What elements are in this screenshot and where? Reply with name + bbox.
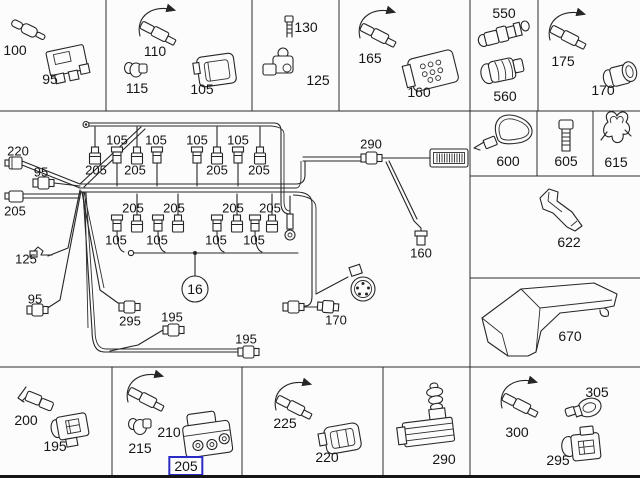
part-label-605[interactable]: 605 [554, 153, 578, 169]
part-drawing-160-top[interactable] [401, 49, 459, 94]
harness-label-160[interactable]: 160 [410, 245, 432, 261]
part-label-215[interactable]: 215 [128, 440, 152, 456]
part-drawing-200[interactable] [17, 386, 54, 412]
part-drawing-175[interactable] [549, 12, 587, 50]
harness-label-105-u1[interactable]: 105 [106, 132, 128, 148]
harness-label-290[interactable]: 290 [360, 136, 382, 152]
part-label-160-top[interactable]: 160 [407, 84, 431, 100]
part-drawing-170-top[interactable] [601, 60, 639, 89]
harness-label-205-l4[interactable]: 205 [259, 200, 281, 216]
harness-label-195b[interactable]: 195 [235, 331, 257, 347]
harness-label-205-left[interactable]: 205 [4, 203, 26, 219]
harness-label-220[interactable]: 220 [7, 143, 29, 159]
harness-label-105-u3[interactable]: 105 [186, 132, 208, 148]
part-label-622[interactable]: 622 [557, 234, 581, 250]
part-label-615[interactable]: 615 [604, 154, 628, 170]
part-label-195-bottom[interactable]: 195 [43, 438, 67, 454]
part-label-300[interactable]: 300 [505, 424, 529, 440]
part-drawing-550[interactable] [476, 20, 531, 47]
harness-label-95-lower[interactable]: 95 [27, 291, 43, 307]
harness-label-105-l2[interactable]: 105 [146, 232, 168, 248]
part-drawing-105-top[interactable] [192, 52, 237, 88]
part-label-295-bottom[interactable]: 295 [546, 452, 570, 468]
part-drawing-615[interactable] [600, 111, 632, 144]
part-drawing-622[interactable] [539, 188, 583, 232]
part-label-95-top[interactable]: 95 [42, 71, 58, 87]
part-drawing-290-bottom[interactable] [392, 381, 456, 448]
part-label-105-top[interactable]: 105 [190, 81, 214, 97]
harness-label-105-l4[interactable]: 105 [243, 232, 265, 248]
part-drawing-130[interactable] [284, 15, 294, 38]
harness-label-205-u2[interactable]: 205 [124, 162, 146, 178]
harness-label-205-l3[interactable]: 205 [222, 200, 244, 216]
part-label-220-bottom[interactable]: 220 [315, 449, 339, 465]
part-label-130[interactable]: 130 [294, 19, 318, 35]
harness-label-205-l1[interactable]: 205 [122, 200, 144, 216]
part-label-600[interactable]: 600 [496, 153, 520, 169]
part-label-550[interactable]: 550 [492, 5, 516, 21]
harness-label-170[interactable]: 170 [325, 312, 347, 328]
part-label-115[interactable]: 115 [125, 80, 149, 96]
part-drawing-165[interactable] [359, 10, 397, 48]
part-drawing-560[interactable] [479, 55, 525, 85]
part-drawing-300[interactable] [501, 380, 539, 418]
part-label-670[interactable]: 670 [558, 328, 582, 344]
harness-label-205-u1[interactable]: 205 [85, 162, 107, 178]
part-label-125-top[interactable]: 125 [306, 72, 330, 88]
part-label-205-selected[interactable]: 205 [168, 456, 204, 476]
part-label-560[interactable]: 560 [493, 88, 517, 104]
part-label-305[interactable]: 305 [585, 384, 609, 400]
harness-label-205-l2[interactable]: 205 [163, 200, 185, 216]
callout-16[interactable]: 16 [187, 281, 203, 297]
part-drawing-210[interactable] [127, 374, 165, 412]
part-drawing-115[interactable] [123, 61, 148, 78]
part-drawing-205-bottom[interactable] [181, 409, 234, 459]
part-drawing-295-bottom[interactable] [560, 425, 602, 462]
part-drawing-305[interactable] [564, 395, 604, 423]
part-label-210[interactable]: 210 [157, 424, 181, 440]
harness-label-105-u2[interactable]: 105 [145, 132, 167, 148]
part-label-165[interactable]: 165 [358, 50, 382, 66]
bottom-edge-bar [0, 475, 640, 478]
harness-label-125[interactable]: 125 [15, 251, 37, 267]
part-label-110[interactable]: 110 [143, 43, 167, 59]
part-drawing-110[interactable] [139, 8, 177, 46]
part-drawing-195-bottom[interactable] [49, 412, 90, 449]
harness-label-195a[interactable]: 195 [161, 309, 183, 325]
harness-label-205-u4[interactable]: 205 [248, 162, 270, 178]
part-drawing-670[interactable] [481, 282, 618, 357]
harness-label-105-l3[interactable]: 105 [205, 232, 227, 248]
part-label-175[interactable]: 175 [551, 53, 575, 69]
part-label-200[interactable]: 200 [14, 412, 38, 428]
part-label-290-bottom[interactable]: 290 [432, 451, 456, 467]
part-label-100[interactable]: 100 [3, 42, 27, 58]
part-drawing-100[interactable] [10, 18, 47, 43]
harness-label-295[interactable]: 295 [119, 313, 141, 329]
part-drawing-605[interactable] [558, 119, 574, 152]
harness-label-95-upper[interactable]: 95 [33, 164, 49, 180]
part-label-170-top[interactable]: 170 [591, 82, 615, 98]
part-drawing-95-top[interactable] [45, 44, 91, 85]
part-drawing-600[interactable] [473, 114, 533, 151]
part-drawing-215[interactable] [127, 417, 152, 436]
part-label-225[interactable]: 225 [273, 415, 297, 431]
harness-label-105-u4[interactable]: 105 [227, 132, 249, 148]
harness-drawing [4, 120, 469, 359]
part-drawing-125-top[interactable] [262, 47, 294, 76]
harness-label-205-u3[interactable]: 205 [206, 162, 228, 178]
harness-label-105-l1[interactable]: 105 [105, 232, 127, 248]
part-drawing-220-bottom[interactable] [317, 422, 362, 456]
